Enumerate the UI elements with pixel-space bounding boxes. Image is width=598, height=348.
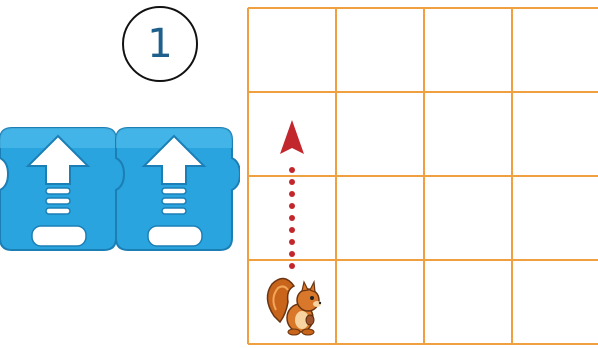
- program-blocks: [0, 118, 240, 260]
- squirrel-icon: [267, 278, 321, 335]
- move-up-block-1[interactable]: [0, 128, 124, 250]
- movement-path-arrow: [280, 120, 304, 269]
- step-number-badge: 1: [122, 6, 198, 82]
- movement-grid: [246, 6, 598, 348]
- move-up-block-1-value-field[interactable]: [32, 226, 86, 246]
- step-number: 1: [147, 24, 172, 64]
- move-up-block-2-value-field[interactable]: [148, 226, 202, 246]
- move-up-block-2[interactable]: [116, 128, 240, 250]
